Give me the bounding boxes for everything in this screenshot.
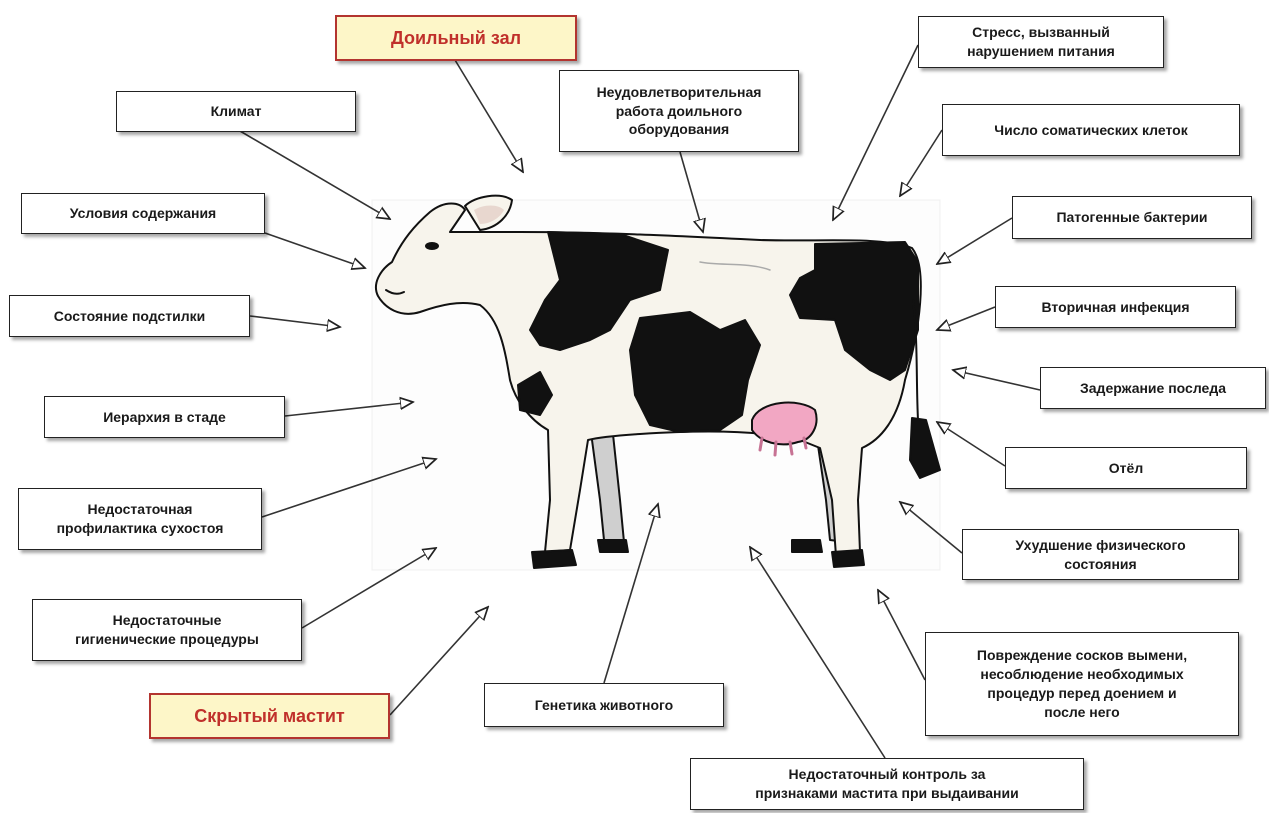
arrow-bacteria: [937, 218, 1012, 264]
milking-equipment-label: Неудовлетворительная работа доильного об…: [559, 70, 799, 152]
secondary-infection-label: Вторичная инфекция: [995, 286, 1236, 328]
retained-placenta-label: Задержание последа: [1040, 367, 1266, 409]
teat-damage-label: Повреждение сосков вымени, несоблюдение …: [925, 632, 1239, 736]
milking-hall-label: Доильный зал: [335, 15, 577, 61]
housing-conditions-label: Условия содержания: [21, 193, 265, 234]
pathogenic-bacteria-label: Патогенные бактерии: [1012, 196, 1252, 239]
nutrition-stress-label: Стресс, вызванный нарушением питания: [918, 16, 1164, 68]
arrow-hygiene: [302, 548, 436, 628]
arrow-calving: [937, 422, 1005, 466]
herd-hierarchy-label: Иерархия в стаде: [44, 396, 285, 438]
arrow-genetics: [604, 504, 658, 683]
arrow-nutrition: [833, 45, 918, 220]
arrow-subclinical: [390, 607, 488, 715]
arrow-placenta: [953, 370, 1040, 390]
arrow-stripping: [750, 547, 885, 758]
arrow-teat: [878, 590, 925, 680]
arrow-secondary: [937, 307, 995, 330]
arrow-bedding: [250, 316, 340, 327]
arrow-hierarchy: [285, 402, 413, 416]
arrow-housing: [265, 233, 365, 268]
arrow-somatic: [900, 130, 942, 196]
bedding-state-label: Состояние подстилки: [9, 295, 250, 337]
somatic-cells-label: Число соматических клеток: [942, 104, 1240, 156]
calving-label: Отёл: [1005, 447, 1247, 489]
arrow-equipment: [680, 152, 703, 232]
physical-condition-label: Ухудшение физического состояния: [962, 529, 1239, 580]
subclinical-mastitis-label: Скрытый мастит: [149, 693, 390, 739]
stripping-control-label: Недостаточный контроль за признаками мас…: [690, 758, 1084, 810]
arrow-dry-period: [262, 459, 436, 517]
dry-period-prevention-label: Недостаточная профилактика сухостоя: [18, 488, 262, 550]
arrow-physical: [900, 502, 962, 553]
arrow-milking-hall: [455, 60, 523, 172]
hygiene-procedures-label: Недостаточные гигиенические процедуры: [32, 599, 302, 661]
climate-label: Климат: [116, 91, 356, 132]
genetics-label: Генетика животного: [484, 683, 724, 727]
